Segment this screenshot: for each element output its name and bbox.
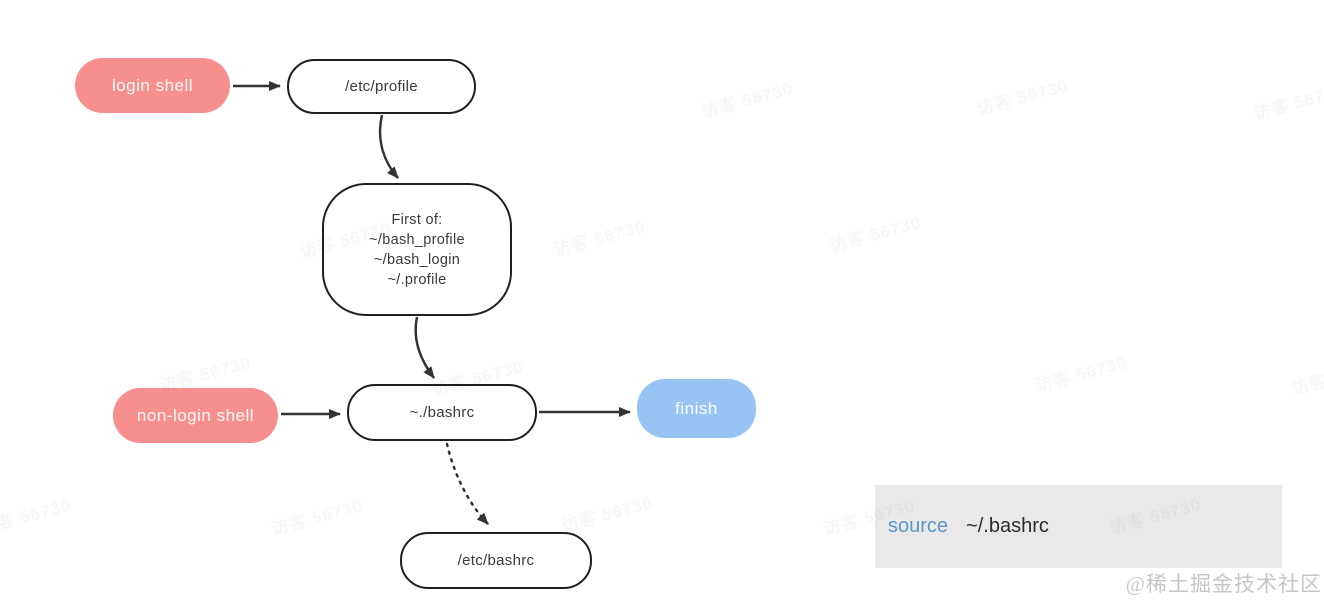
node-first-of-line: ~/bash_login [373,251,461,268]
arrow-bashrc-to-etc-bashrc-dashed [445,442,490,526]
community-credit-watermark: @稀土掘金技术社区 [1125,572,1322,596]
node-login-shell: login shell [75,58,230,113]
visitor-watermark: 访客 56730 [1032,348,1129,396]
node-first-of-line: First of: [391,211,443,228]
visitor-watermark: 访客 56730 [268,491,365,539]
node-bashrc-label: ~./bashrc [409,404,475,421]
node-non-login-shell-label: non-login shell [136,405,255,425]
visitor-watermark: 访客 56730 [698,74,795,122]
visitor-watermark: 访客 56730 [826,208,923,256]
node-finish: finish [637,379,756,438]
arrow-etc-profile-to-first-of [378,114,399,179]
visitor-watermark: 访客 56730 [973,71,1070,119]
node-first-of-line: ~/bash_profile [369,231,465,248]
node-non-login-shell: non-login shell [113,388,278,443]
code-keyword: source [888,515,949,537]
node-etc-profile-label: /etc/profile [345,78,418,95]
code-argument: ~/.bashrc [966,515,1049,537]
node-etc-profile: /etc/profile [287,59,476,114]
node-bashrc: ~./bashrc [347,384,537,441]
node-etc-bashrc: /etc/bashrc [400,532,592,589]
node-finish-label: finish [675,398,718,418]
arrow-first-of-to-bashrc [414,316,436,379]
node-login-shell-label: login shell [111,75,194,95]
visitor-watermark: 访客 56730 [1250,76,1324,124]
node-first-of-line: ~/.profile [387,271,447,288]
visitor-watermark: 访客 56730 [1288,351,1324,399]
node-etc-bashrc-label: /etc/bashrc [457,552,535,569]
code-snippet-box: source ~/.bashrc [875,485,1282,568]
visitor-watermark: 访客 56730 [0,490,74,538]
visitor-watermark: 访客 56730 [558,488,655,536]
node-first-of: First of: ~/bash_profile ~/bash_login ~/… [322,183,512,316]
visitor-watermark: 访客 56730 [550,212,647,260]
